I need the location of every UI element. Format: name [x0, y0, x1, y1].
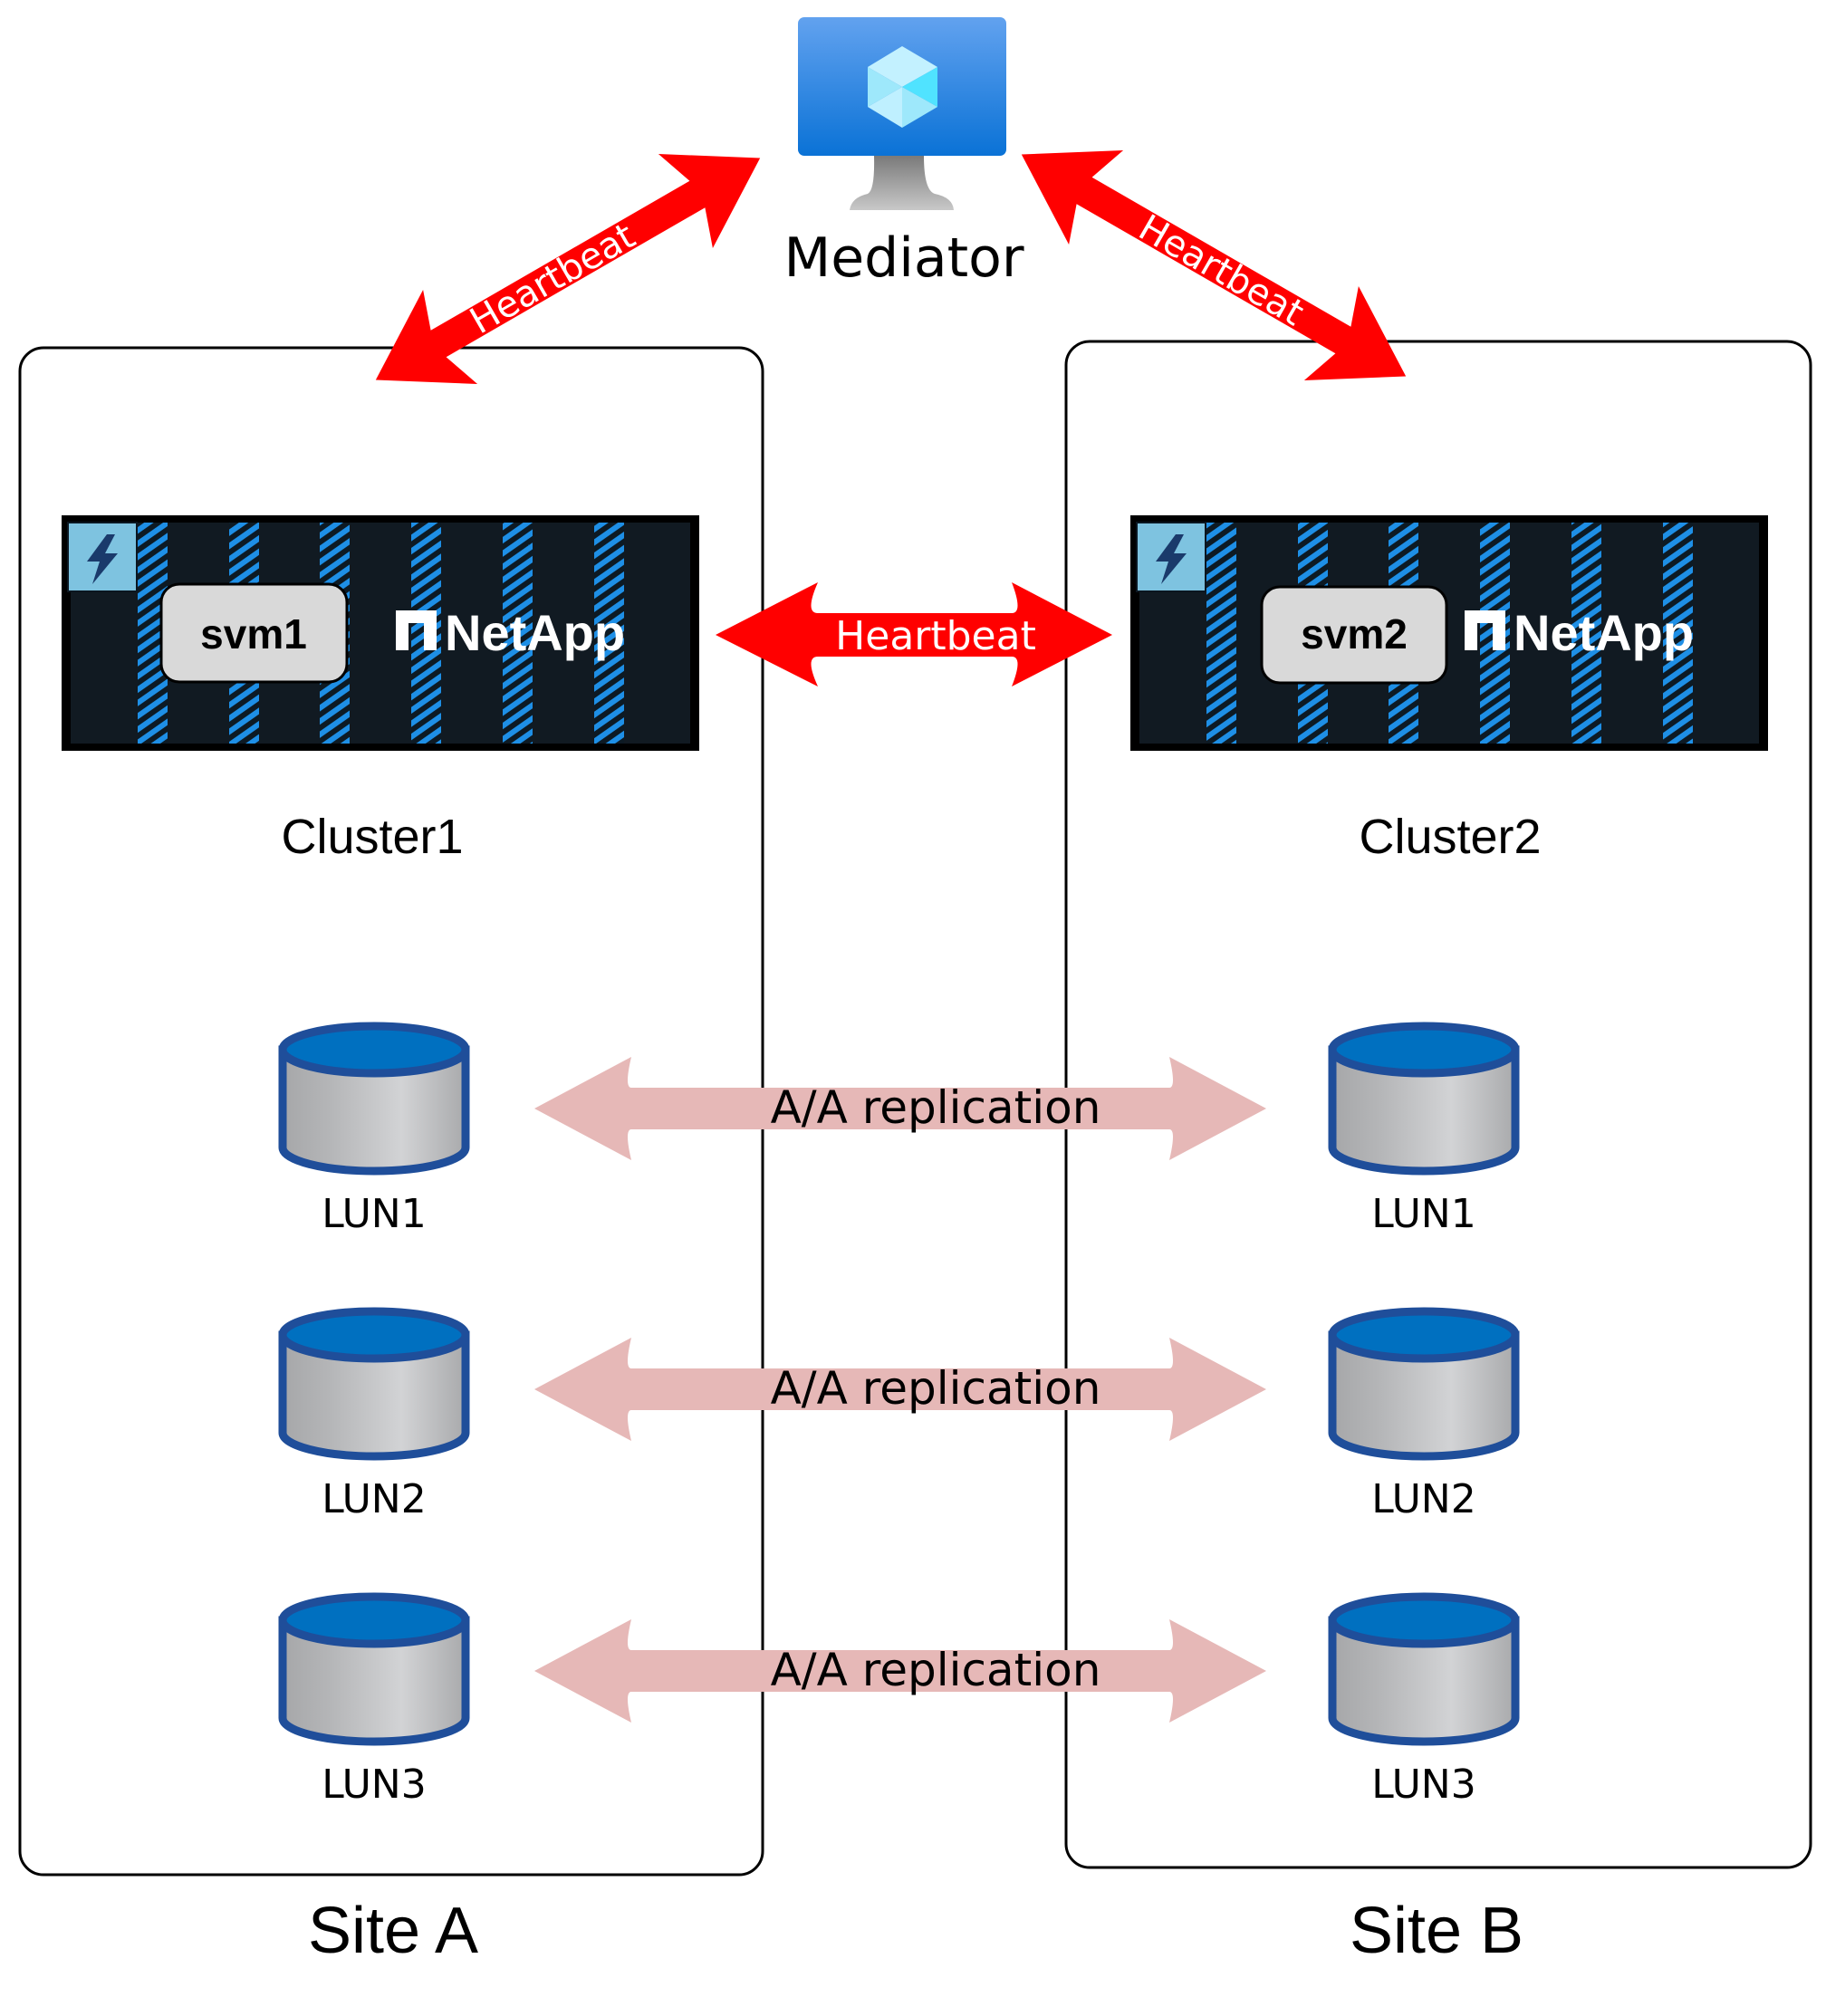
svm1-label: svm1 — [200, 610, 307, 658]
lun-label: LUN2 — [322, 1476, 426, 1522]
cluster2-label: Cluster2 — [1359, 810, 1541, 864]
lun-cylinder-icon[interactable] — [278, 1307, 470, 1461]
svm1-box[interactable] — [159, 582, 349, 684]
heartbeat-label-right: Heartbeat — [1131, 207, 1311, 335]
heartbeat-arrow-clusters: Heartbeat — [716, 582, 1112, 686]
netapp-logo: NetApp — [1465, 604, 1694, 661]
replication-arrow: A/A replication — [534, 1619, 1266, 1723]
replication-arrow: A/A replication — [534, 1057, 1266, 1160]
cluster1-label: Cluster1 — [281, 810, 463, 864]
netapp-wordmark: NetApp — [1514, 604, 1694, 661]
lun-label: LUN3 — [1371, 1762, 1475, 1808]
svm2-box[interactable] — [1260, 585, 1448, 685]
lightning-icon — [1136, 522, 1206, 592]
lun-label: LUN3 — [322, 1762, 426, 1808]
lun-cylinder-icon[interactable] — [1328, 1307, 1520, 1461]
replication-label: A/A replication — [771, 1644, 1101, 1696]
mediator-label: Mediator — [783, 226, 1024, 290]
svm2-label: svm2 — [1301, 610, 1408, 658]
mediator-icon[interactable] — [798, 17, 1006, 210]
lun-label: LUN1 — [1371, 1191, 1475, 1237]
replication-label: A/A replication — [771, 1362, 1101, 1415]
replication-arrow: A/A replication — [534, 1338, 1266, 1441]
site-b-label: Site B — [1350, 1895, 1523, 1967]
replication-label: A/A replication — [771, 1081, 1101, 1134]
lun-cylinder-icon[interactable] — [1328, 1022, 1520, 1176]
lun-label: LUN1 — [322, 1191, 426, 1237]
heartbeat-label-left: Heartbeat — [463, 216, 642, 343]
lun-cylinder-icon[interactable] — [1328, 1592, 1520, 1746]
lightning-icon — [67, 522, 138, 592]
lun-label: LUN2 — [1371, 1476, 1475, 1522]
lun-cylinder-icon[interactable] — [278, 1592, 470, 1746]
heartbeat-label-middle: Heartbeat — [835, 613, 1036, 659]
cluster1-panel[interactable]: svm1 NetApp — [62, 515, 699, 751]
site-a-label: Site A — [308, 1895, 478, 1967]
cluster2-panel[interactable]: svm2 NetApp — [1130, 515, 1768, 751]
monitor-stand — [850, 156, 954, 210]
netapp-logo: NetApp — [396, 604, 625, 661]
lun-cylinder-icon[interactable] — [278, 1022, 470, 1176]
cube-icon — [868, 46, 937, 128]
netapp-wordmark: NetApp — [445, 604, 625, 661]
